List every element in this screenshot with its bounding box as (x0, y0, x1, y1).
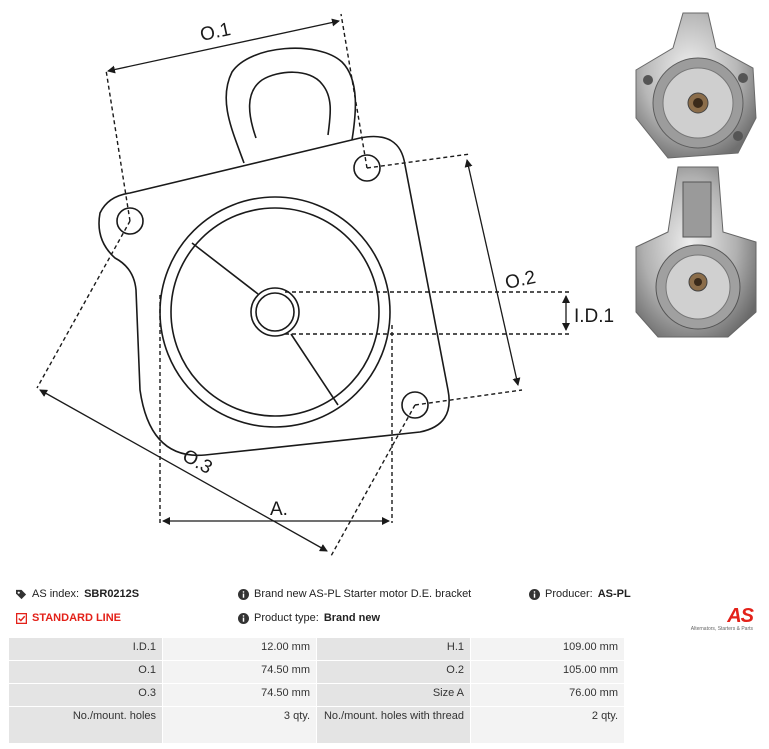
spec-label: Size A (316, 683, 471, 707)
spec-label: I.D.1 (8, 637, 163, 661)
label-o3: O.3 (179, 445, 216, 478)
hole-top-right (353, 154, 381, 182)
cutout (191, 242, 339, 406)
label-id1: I.D.1 (574, 306, 614, 327)
spec-value: 109.00 mm (470, 637, 625, 661)
producer: Producer: AS-PL (529, 588, 631, 600)
table-row: O.3 74.50 mm Size A 76.00 mm (8, 683, 625, 707)
table-row: No./mount. holes 3 qty. No./mount. holes… (8, 706, 625, 744)
table-row: O.1 74.50 mm O.2 105.00 mm (8, 660, 625, 684)
spec-label: O.3 (8, 683, 163, 707)
as-index-value: SBR0212S (84, 588, 140, 600)
label-o2: O.2 (503, 267, 537, 294)
as-index-label: AS index: (32, 588, 80, 600)
tags-icon (16, 589, 27, 599)
logo-mark: AS (727, 605, 754, 627)
standard-line-label: STANDARD LINE (32, 612, 122, 624)
spec-label: No./mount. holes with thread (316, 706, 471, 744)
label-o1: O.1 (198, 19, 232, 46)
spec-value: 2 qty. (470, 706, 625, 744)
product-info: AS index: SBR0212S Brand new AS-PL Start… (16, 586, 754, 636)
outer-ring (159, 196, 391, 428)
spec-label: O.1 (8, 660, 163, 684)
technical-drawing: O.1 O.2 O.3 I.D.1 A. (36, 13, 614, 557)
producer-value: AS-PL (597, 588, 631, 600)
spec-value: 74.50 mm (162, 683, 317, 707)
product-photo-side (635, 166, 757, 338)
dim-o2 (464, 159, 521, 386)
inner-ring (170, 207, 380, 417)
info-icon (238, 612, 249, 624)
check-square-icon (16, 612, 27, 624)
bracket-outline (98, 135, 450, 457)
table-row: I.D.1 12.00 mm H.1 109.00 mm (8, 637, 625, 661)
top-loop (225, 47, 357, 164)
top-loop-inner (248, 71, 332, 139)
spec-value: 12.00 mm (162, 637, 317, 661)
hole-bottom-right (401, 391, 429, 419)
product-photo-front (635, 12, 757, 159)
producer-label: Producer: (545, 588, 593, 600)
standard-line: STANDARD LINE (16, 612, 121, 624)
hole-left (116, 207, 144, 235)
info-icon (529, 588, 540, 600)
logo-tagline: Alternators, Starters & Parts (690, 626, 753, 632)
bore-outer (250, 287, 300, 337)
product-type: Product type: Brand new (238, 612, 380, 624)
spec-value: 76.00 mm (470, 683, 625, 707)
dim-o3 (39, 389, 328, 552)
info-icon (238, 588, 249, 600)
spec-value: 105.00 mm (470, 660, 625, 684)
spec-label: No./mount. holes (8, 706, 163, 744)
product-type-value: Brand new (323, 612, 381, 624)
description-text: Brand new AS-PL Starter motor D.E. brack… (254, 588, 472, 600)
spec-table: I.D.1 12.00 mm H.1 109.00 mm O.1 74.50 m… (8, 637, 625, 744)
spec-value: 74.50 mm (162, 660, 317, 684)
dim-o1 (107, 18, 340, 74)
spec-value: 3 qty. (162, 706, 317, 744)
product-type-label: Product type: (254, 612, 319, 624)
description: Brand new AS-PL Starter motor D.E. brack… (238, 588, 471, 600)
as-index: AS index: SBR0212S (16, 588, 139, 600)
spec-label: H.1 (316, 637, 471, 661)
label-a: A. (270, 499, 288, 520)
as-pl-logo: AS Alternators, Starters & Parts (690, 605, 754, 632)
bore-inner (255, 292, 295, 332)
spec-label: O.2 (316, 660, 471, 684)
